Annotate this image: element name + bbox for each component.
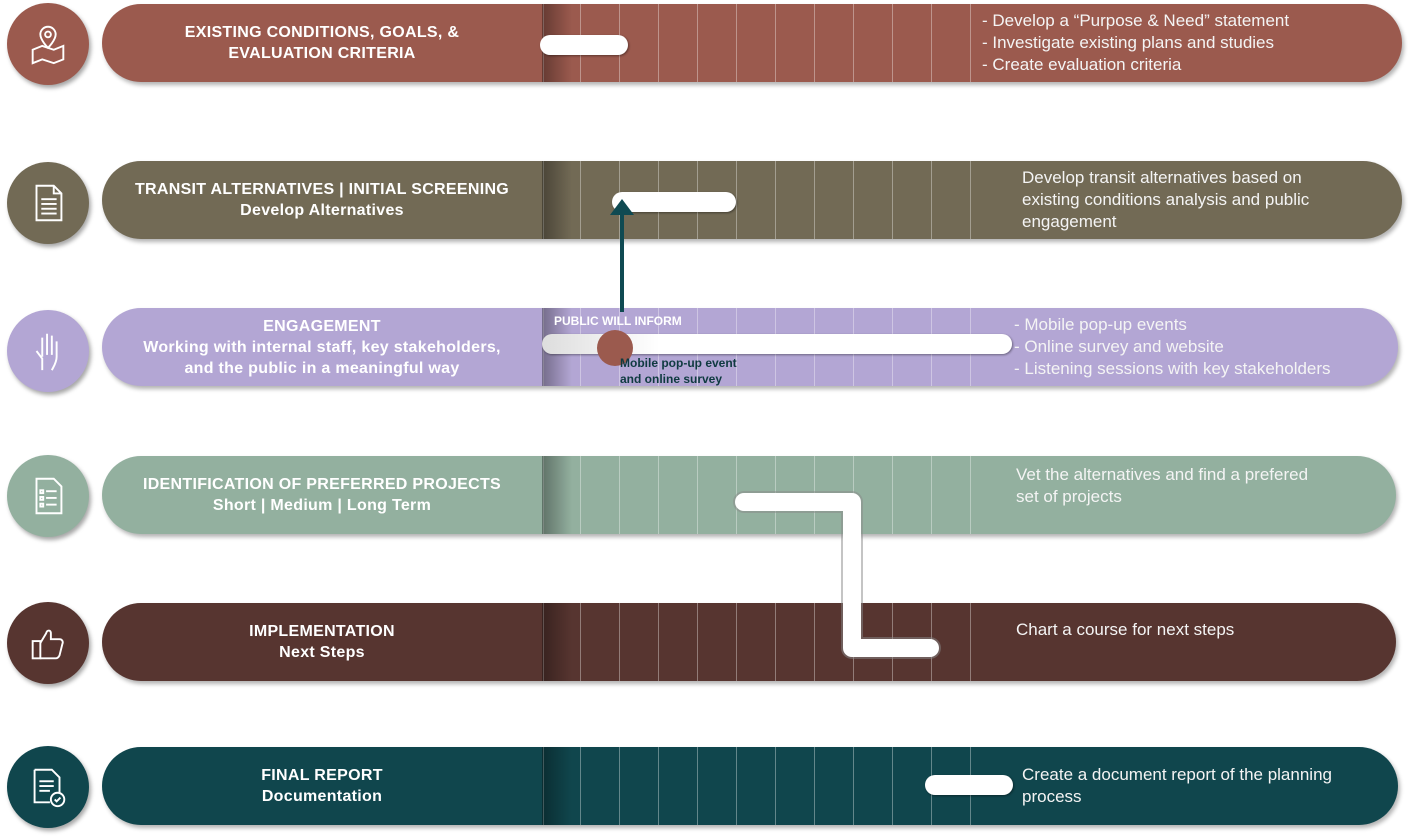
phase-item: Chart a course for next steps	[1016, 620, 1235, 639]
phase-title: TRANSIT ALTERNATIVES | INITIAL SCREENING	[134, 181, 510, 198]
phase-item: Develop transit alternatives based on	[1022, 168, 1302, 187]
document-icon	[35, 184, 63, 222]
thumbs-up-icon	[31, 629, 64, 660]
phase-row-final-report: FINAL REPORT Documentation Create a docu…	[0, 746, 1408, 836]
phase-title-block: TRANSIT ALTERNATIVES | INITIAL SCREENING…	[102, 161, 542, 239]
phase-bar: TRANSIT ALTERNATIVES | INITIAL SCREENING…	[102, 161, 1402, 239]
phase-item: - Mobile pop-up events	[1014, 315, 1187, 334]
phase-title-block: EXISTING CONDITIONS, GOALS, & EVALUATION…	[102, 4, 542, 82]
phase-icon-circle	[7, 310, 89, 392]
phase-title: EXISTING CONDITIONS, GOALS, &	[184, 24, 460, 41]
phase-description: Chart a course for next steps	[1016, 619, 1234, 681]
public-inform-label: PUBLIC WILL INFORM	[554, 314, 682, 328]
phase-item: - Investigate existing plans and studies	[982, 33, 1275, 52]
grid-shadow	[542, 161, 572, 239]
phase-row-transit-alternatives: TRANSIT ALTERNATIVES | INITIAL SCREENING…	[0, 160, 1408, 250]
phase-item: process	[1022, 787, 1082, 806]
raised-hand-icon	[35, 333, 58, 371]
timeline-pill	[540, 35, 628, 55]
phase-title: IMPLEMENTATION	[249, 623, 395, 640]
phase-item: - Create evaluation criteria	[982, 55, 1182, 74]
report-check-icon	[33, 768, 66, 808]
phase-bar: FINAL REPORT Documentation Create a docu…	[102, 747, 1398, 825]
grid-shadow	[542, 747, 572, 825]
popup-event-label: Mobile pop-up event and online survey	[620, 355, 737, 386]
phase-icon-circle	[7, 455, 89, 537]
phase-bar: EXISTING CONDITIONS, GOALS, & EVALUATION…	[102, 4, 1402, 82]
phase-title-block: ENGAGEMENT Working with internal staff, …	[102, 308, 542, 386]
phase-row-implementation: IMPLEMENTATION Next Steps Chart a course…	[0, 602, 1408, 692]
phase-subtitle: Next Steps	[279, 644, 365, 661]
grid-shadow	[542, 603, 572, 681]
popup-event-dot	[597, 330, 633, 366]
phase-subtitle: and the public in a meaningful way	[184, 359, 460, 377]
phase-title-block: IDENTIFICATION OF PREFERRED PROJECTS Sho…	[102, 456, 542, 534]
phase-item: existing conditions analysis and public	[1022, 190, 1310, 209]
grid-shadow	[542, 456, 572, 534]
phase-row-existing-conditions: EXISTING CONDITIONS, GOALS, & EVALUATION…	[0, 3, 1408, 93]
phase-title: IDENTIFICATION OF PREFERRED PROJECTS	[142, 476, 502, 493]
phase-icon-circle	[7, 602, 89, 684]
phase-item: - Develop a “Purpose & Need” statement	[982, 11, 1290, 30]
phase-item: Vet the alternatives and find a prefered	[1016, 465, 1309, 484]
timeline-grid	[542, 456, 1008, 534]
phase-title-block: IMPLEMENTATION Next Steps	[102, 603, 542, 681]
phase-item: - Listening sessions with key stakeholde…	[1014, 359, 1331, 378]
phase-description: Vet the alternatives and find a prefered…	[1016, 464, 1308, 534]
phase-bar: IDENTIFICATION OF PREFERRED PROJECTS Sho…	[102, 456, 1396, 534]
popup-event-line: Mobile pop-up event	[620, 356, 737, 370]
phase-description: Develop transit alternatives based on ex…	[1022, 161, 1309, 239]
phase-description: - Develop a “Purpose & Need” statement -…	[982, 4, 1289, 82]
phase-title: ENGAGEMENT	[263, 317, 381, 335]
phase-title: FINAL REPORT	[261, 767, 383, 784]
timeline-pill	[542, 334, 1012, 354]
phase-description: - Mobile pop-up events - Online survey a…	[1014, 308, 1331, 386]
phase-row-engagement: ENGAGEMENT Working with internal staff, …	[0, 306, 1408, 396]
map-pin-icon	[31, 25, 65, 65]
phase-subtitle: Short | Medium | Long Term	[212, 497, 432, 514]
phase-subtitle: Documentation	[261, 788, 383, 805]
phase-row-preferred-projects: IDENTIFICATION OF PREFERRED PROJECTS Sho…	[0, 455, 1408, 545]
phase-icon-circle	[7, 162, 89, 244]
timeline-pill	[612, 192, 736, 212]
phase-item: Create a document report of the planning	[1022, 765, 1332, 784]
phase-subtitle: Develop Alternatives	[240, 202, 404, 219]
phase-item: - Online survey and website	[1014, 337, 1224, 356]
phase-description: Create a document report of the planning…	[1022, 747, 1332, 825]
checklist-icon	[35, 477, 63, 515]
phase-item: set of projects	[1016, 487, 1122, 506]
phase-title-block: FINAL REPORT Documentation	[102, 747, 542, 825]
phase-subtitle: EVALUATION CRITERIA	[228, 45, 416, 62]
phase-bar: IMPLEMENTATION Next Steps Chart a course…	[102, 603, 1396, 681]
popup-event-line: and online survey	[620, 372, 723, 386]
phase-subtitle: Working with internal staff, key stakeho…	[143, 338, 501, 356]
phase-icon-circle	[7, 746, 89, 828]
phase-bar: ENGAGEMENT Working with internal staff, …	[102, 308, 1398, 386]
phase-icon-circle	[7, 3, 89, 85]
timeline-pill	[925, 775, 1013, 795]
phase-item: engagement	[1022, 212, 1117, 231]
timeline-grid	[542, 603, 1008, 681]
